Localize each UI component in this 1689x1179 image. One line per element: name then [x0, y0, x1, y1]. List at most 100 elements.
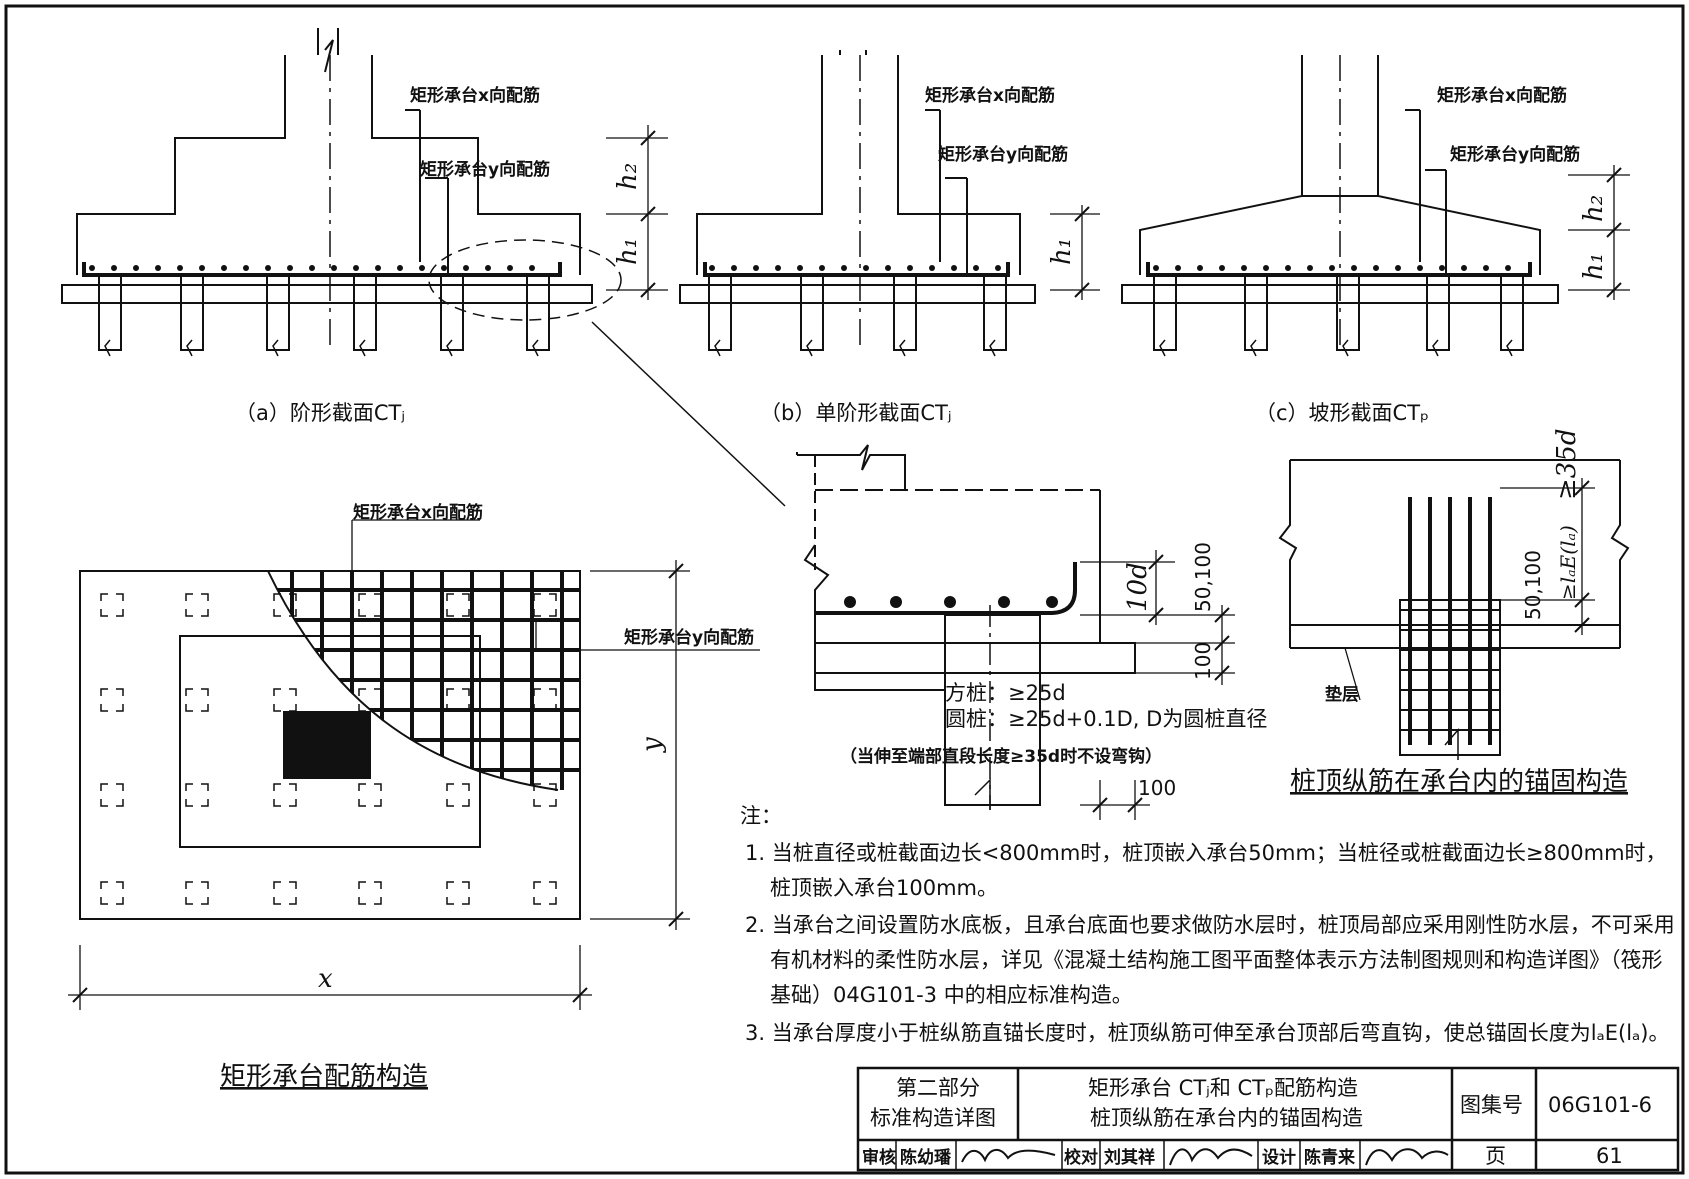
rebar-dot — [929, 265, 935, 271]
note-2c: 基础）04G101-3 中的相应标准构造。 — [770, 983, 1133, 1007]
tb-page-no: 61 — [1596, 1144, 1623, 1168]
break-mark — [899, 339, 906, 357]
tb-title-1: 矩形承台 CTⱼ和 CTₚ配筋构造 — [1088, 1076, 1358, 1100]
signature-checker — [1169, 1148, 1253, 1166]
break-mark — [714, 339, 721, 357]
rebar-dot — [944, 596, 956, 608]
rebar-dot — [177, 265, 183, 271]
rebar-dot — [907, 265, 913, 271]
pile-footprint — [446, 688, 470, 712]
pile-footprint — [358, 783, 382, 807]
detail-pile-embed — [796, 444, 1235, 820]
rebar-dot — [133, 265, 139, 271]
label-b-y-rebar: 矩形承台y向配筋 — [938, 144, 1068, 165]
sheet-border — [4, 4, 1685, 1175]
label-plan-y-rebar: 矩形承台y向配筋 — [624, 627, 754, 648]
label-b-h1: h₁ — [1047, 238, 1077, 265]
caption-b: （b）单阶形截面CTⱼ — [760, 401, 952, 425]
tb-review-label: 审核 — [862, 1147, 896, 1168]
label-50-100: 50,100 — [1191, 542, 1215, 612]
rebar-dot — [973, 265, 979, 271]
rebar-dot — [1307, 265, 1313, 271]
rebar-dot — [353, 265, 359, 271]
caption-plan: 矩形承台配筋构造 — [220, 1062, 428, 1092]
rebar-dot — [89, 265, 95, 271]
break-mark — [186, 339, 193, 357]
pile-footprint — [533, 688, 557, 712]
caption-anchor: 桩顶纵筋在承台内的锚固构造 — [1290, 767, 1628, 797]
rebar-dot — [841, 265, 847, 271]
pile-footprint — [100, 881, 124, 905]
note-2b: 有机材料的柔性防水层，详见《混凝土结构施工图平面整体表示方法制图规则和构造详图》… — [770, 948, 1663, 972]
rebar-dot — [1219, 265, 1225, 271]
pile — [1336, 274, 1360, 351]
pile — [893, 274, 917, 351]
pile-footprint — [358, 881, 382, 905]
label-100-horizontal: 100 — [1138, 776, 1176, 800]
pile — [983, 274, 1007, 351]
rebar-dot — [1351, 265, 1357, 271]
column-footprint — [283, 711, 371, 779]
tb-atlas-label: 图集号 — [1460, 1093, 1523, 1117]
pile — [353, 274, 377, 351]
pile-footprint — [100, 593, 124, 617]
break-mark — [272, 339, 279, 357]
rebar-dot — [243, 265, 249, 271]
pile — [1500, 274, 1524, 351]
label-c-h2: h₂ — [1579, 195, 1609, 222]
rebar-dot — [265, 265, 271, 271]
rebar-dot — [775, 265, 781, 271]
rebar-dot — [221, 265, 227, 271]
rebar-dot — [998, 596, 1010, 608]
label-cushion: 垫层 — [1325, 684, 1359, 705]
section-b-single-step — [679, 50, 1100, 357]
pile — [800, 274, 824, 351]
pile-footprint — [446, 881, 470, 905]
section-a-stepped — [61, 28, 786, 507]
tb-reviewer: 陈幼璠 — [900, 1147, 952, 1168]
rebar-dot — [1197, 265, 1203, 271]
rebar-dot — [1046, 596, 1058, 608]
label-100-vertical: 100 — [1191, 642, 1215, 680]
rebar-dot — [309, 265, 315, 271]
rebar-dot — [111, 265, 117, 271]
rebar-dot — [441, 265, 447, 271]
rebar-dot — [1373, 265, 1379, 271]
rebar-dot — [287, 265, 293, 271]
rebar-dot — [485, 265, 491, 271]
break-mark — [532, 339, 539, 357]
label-x-axis: x — [318, 964, 333, 994]
signature-reviewer — [961, 1149, 1056, 1163]
tb-designer: 陈青来 — [1304, 1147, 1356, 1168]
pile-footprint — [100, 783, 124, 807]
label-square-pile: 方桩：≥25d — [945, 681, 1066, 705]
rebar-dot — [331, 265, 337, 271]
rebar-dot — [155, 265, 161, 271]
label-a-h1: h₁ — [613, 238, 643, 265]
caption-a: （a）阶形截面CTⱼ — [235, 401, 405, 425]
rebar-dot — [951, 265, 957, 271]
pile-footprint — [273, 688, 297, 712]
pile-footprint — [533, 881, 557, 905]
pile — [266, 274, 290, 351]
pile-footprint — [185, 783, 209, 807]
pile — [440, 274, 464, 351]
rebar-dot — [819, 265, 825, 271]
label-lae: ≥lₐE(lₐ) — [1556, 525, 1580, 600]
label-c-x-rebar: 矩形承台x向配筋 — [1437, 85, 1567, 106]
label-c-y-rebar: 矩形承台y向配筋 — [1450, 144, 1580, 165]
pile-footprint — [100, 688, 124, 712]
pile-footprint — [446, 783, 470, 807]
note-1a: 1. 当桩直径或桩截面边长<800mm时，桩顶嵌入承台50mm；当桩径或桩截面边… — [745, 841, 1667, 865]
rebar-dot — [419, 265, 425, 271]
rebar-dot — [1329, 265, 1335, 271]
caption-c: （c）坡形截面CTₚ — [1255, 401, 1429, 425]
rebar-dot — [885, 265, 891, 271]
pile — [1153, 274, 1177, 351]
break-mark — [806, 339, 813, 357]
pile-footprint — [273, 783, 297, 807]
break-mark — [359, 339, 366, 357]
notes-heading: 注： — [740, 804, 782, 828]
detail-pile-anchorage — [1278, 459, 1630, 760]
